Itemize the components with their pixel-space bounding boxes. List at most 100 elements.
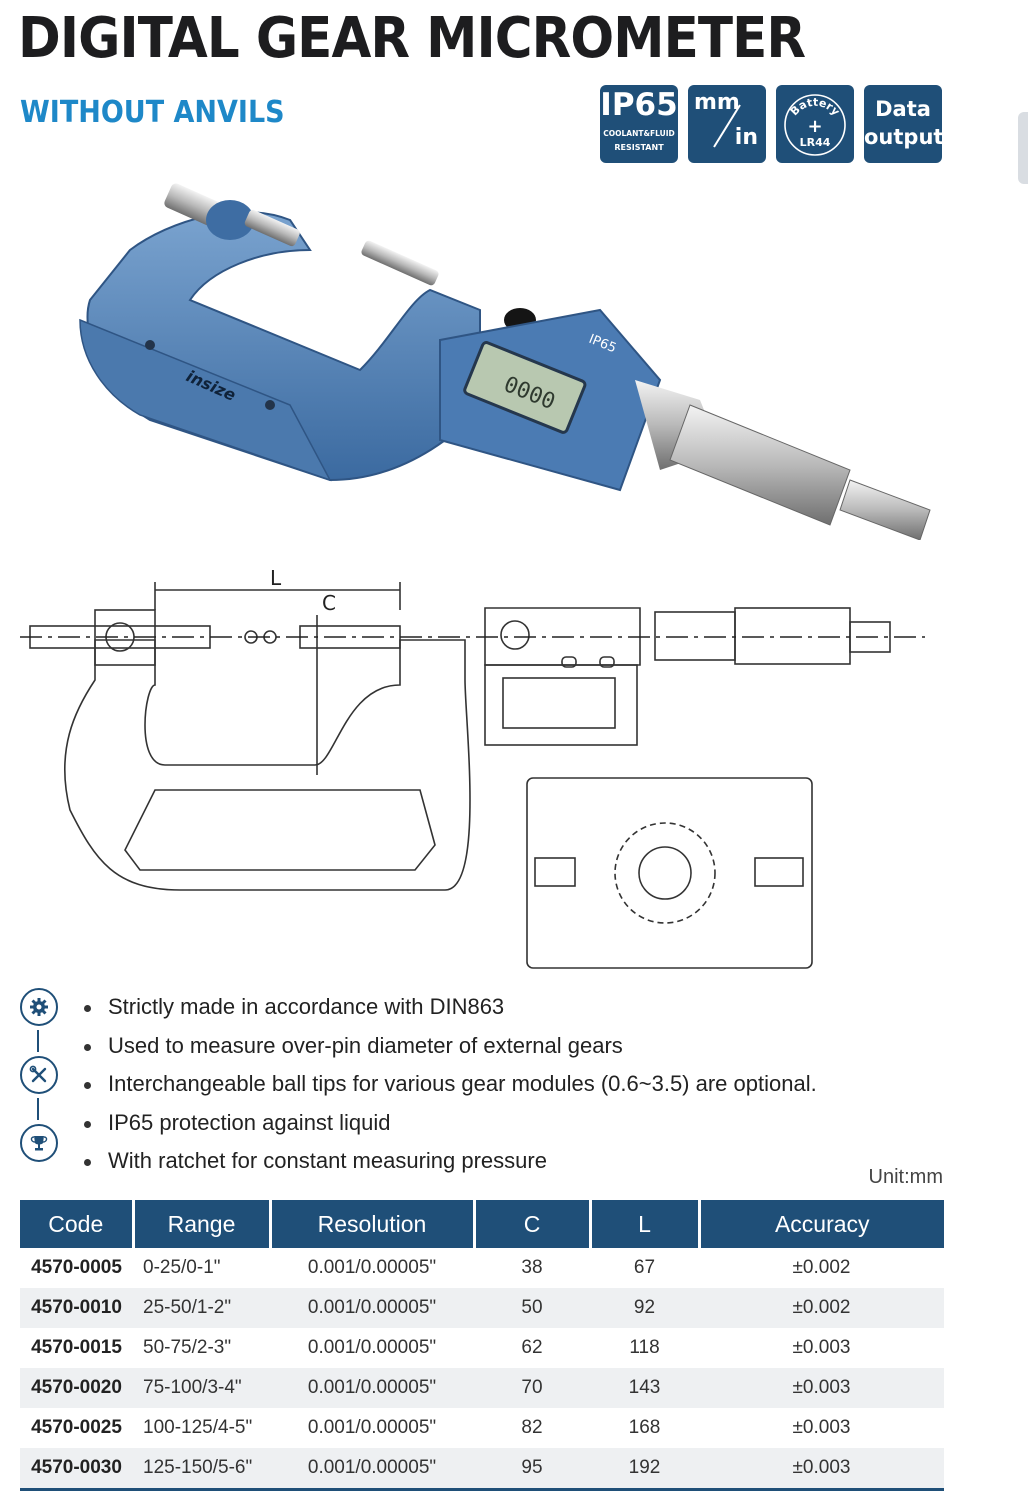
drawing-display-box xyxy=(484,664,638,746)
cell-accuracy: ±0.003 xyxy=(699,1368,944,1408)
table-row: 4570-0020 75-100/3-4" 0.001/0.00005" 70 … xyxy=(20,1368,944,1408)
rail-connector xyxy=(37,1098,39,1120)
units-badge: mm in xyxy=(688,85,766,163)
table-row: 4570-0015 50-75/2-3" 0.001/0.00005" 62 1… xyxy=(20,1328,944,1368)
drawing-ratchet xyxy=(734,607,851,665)
cell-resolution: 0.001/0.00005" xyxy=(307,1417,437,1438)
drawing-thimble xyxy=(654,611,736,661)
cell-resolution: 0.001/0.00005" xyxy=(270,1288,474,1328)
cell-code: 4570-0030 xyxy=(20,1448,133,1491)
cell-range: 25-50/1-2" xyxy=(133,1288,270,1328)
drawing-head xyxy=(484,607,641,666)
cell-range: 125-150/5-6" xyxy=(133,1448,270,1491)
gear-outline xyxy=(614,822,716,924)
cell-c: 70 xyxy=(474,1368,590,1408)
cell-l: 92 xyxy=(590,1288,699,1328)
frame-screw-b xyxy=(265,400,275,410)
cell-code: 4570-0025 xyxy=(31,1417,122,1438)
cell-range: 100-125/4-5" xyxy=(143,1417,253,1438)
unit-mm-text: mm xyxy=(694,90,740,115)
battery-model-text: LR44 xyxy=(800,136,831,149)
cell-c: 50 xyxy=(474,1288,590,1328)
frame-cover-plate xyxy=(79,318,332,482)
cell-c: 62 xyxy=(521,1337,543,1358)
column-header-code: Code xyxy=(20,1200,133,1248)
frame-screw-a xyxy=(145,340,155,350)
cell-accuracy: ±0.003 xyxy=(699,1448,944,1491)
table-row: 4570-0010 25-50/1-2" 0.001/0.00005" 50 9… xyxy=(20,1288,944,1328)
table-header-row: Code Range Resolution C L Accuracy xyxy=(20,1200,944,1248)
svg-text:Battery: Battery xyxy=(788,96,843,118)
gear-icon xyxy=(20,988,58,1026)
table-row: 4570-0030 125-150/5-6" 0.001/0.00005" 95… xyxy=(20,1448,944,1491)
column-header-c: C xyxy=(472,1200,590,1248)
feature-badges: IP65 COOLANT&FLUID RESISTANT mm in Batte… xyxy=(600,85,944,163)
page-title: DIGITAL GEAR MICROMETER xyxy=(18,6,806,71)
column-header-accuracy: Accuracy xyxy=(697,1200,944,1248)
cell-code: 4570-0005 xyxy=(31,1257,122,1278)
drawing-button-a xyxy=(561,656,577,668)
dimension-c-label: C xyxy=(322,591,336,615)
column-header-resolution: Resolution xyxy=(268,1200,474,1248)
cell-c: 82 xyxy=(521,1417,543,1438)
product-photo: insize 0000 IP65 xyxy=(79,183,931,540)
feature-item: Used to measure over-pin diameter of ext… xyxy=(78,1027,817,1066)
cell-resolution: 0.001/0.00005" xyxy=(270,1448,474,1491)
cell-code: 4570-0010 xyxy=(20,1288,133,1328)
cell-accuracy: ±0.003 xyxy=(792,1337,851,1358)
feature-item: Interchangeable ball tips for various ge… xyxy=(78,1065,817,1104)
left-lock xyxy=(206,200,254,240)
cell-resolution: 0.001/0.00005" xyxy=(307,1257,437,1278)
cell-range: 0-25/0-1" xyxy=(143,1257,221,1278)
gear-inset-right-anvil xyxy=(754,857,804,887)
unit-divider-icon xyxy=(713,104,741,148)
gear-hub xyxy=(638,846,692,900)
cell-l: 118 xyxy=(629,1337,660,1358)
feature-list: Strictly made in accordance with DIN863 … xyxy=(78,988,817,1181)
gear-inset-left-anvil xyxy=(534,857,576,887)
cell-accuracy: ±0.002 xyxy=(792,1257,851,1278)
page-edge-tab xyxy=(1018,112,1028,184)
drawing-cover-plate xyxy=(124,789,436,871)
spec-table: Code Range Resolution C L Accuracy 4570-… xyxy=(20,1200,944,1491)
battery-plus-text: + xyxy=(807,116,822,137)
battery-icon: Battery + LR44 xyxy=(784,94,846,156)
drawing-spindle-end xyxy=(849,621,891,653)
cell-l: 67 xyxy=(633,1257,656,1278)
data-output-line1: Data xyxy=(875,97,931,121)
page-subtitle: WITHOUT ANVILS xyxy=(20,95,285,130)
thimble xyxy=(669,404,851,526)
trophy-icon xyxy=(20,1124,58,1162)
right-ball-tip xyxy=(361,240,439,286)
ip65-main-text: IP65 xyxy=(600,87,678,123)
drawing-button-b xyxy=(599,656,615,668)
left-ball-tip xyxy=(244,209,300,247)
table-row: 4570-0005 0-25/0-1" 0.001/0.00005" 38 67… xyxy=(20,1248,944,1288)
battery-badge: Battery + LR44 xyxy=(776,85,854,163)
side-icon-rail xyxy=(20,988,60,1162)
tools-icon xyxy=(20,1056,58,1094)
cell-code: 4570-0020 xyxy=(20,1368,133,1408)
rail-connector xyxy=(37,1030,39,1052)
ip65-badge: IP65 COOLANT&FLUID RESISTANT xyxy=(600,85,678,163)
table-row: 4570-0025 100-125/4-5" 0.001/0.00005" 82… xyxy=(20,1408,944,1448)
cell-l: 143 xyxy=(590,1368,699,1408)
feature-item: Strictly made in accordance with DIN863 xyxy=(78,988,817,1027)
feature-item: IP65 protection against liquid xyxy=(78,1104,817,1143)
ip65-line1-text: COOLANT&FLUID xyxy=(603,129,675,138)
ratchet xyxy=(839,479,931,540)
cell-l: 192 xyxy=(590,1448,699,1491)
battery-arc-text: Battery xyxy=(788,96,843,118)
lcd-screen xyxy=(463,341,587,434)
cell-c: 38 xyxy=(521,1257,543,1278)
dimension-l-label: L xyxy=(270,566,282,590)
unit-in-text: in xyxy=(734,125,758,150)
data-output-line2: output xyxy=(864,125,944,149)
data-output-badge: Data output xyxy=(864,85,944,163)
feature-item: With ratchet for constant measuring pres… xyxy=(78,1142,817,1181)
cell-c: 95 xyxy=(474,1448,590,1491)
gear-inset-frame xyxy=(526,777,813,969)
cell-range: 75-100/3-4" xyxy=(133,1368,270,1408)
cell-resolution: 0.001/0.00005" xyxy=(307,1337,437,1358)
column-header-l: L xyxy=(588,1200,699,1248)
